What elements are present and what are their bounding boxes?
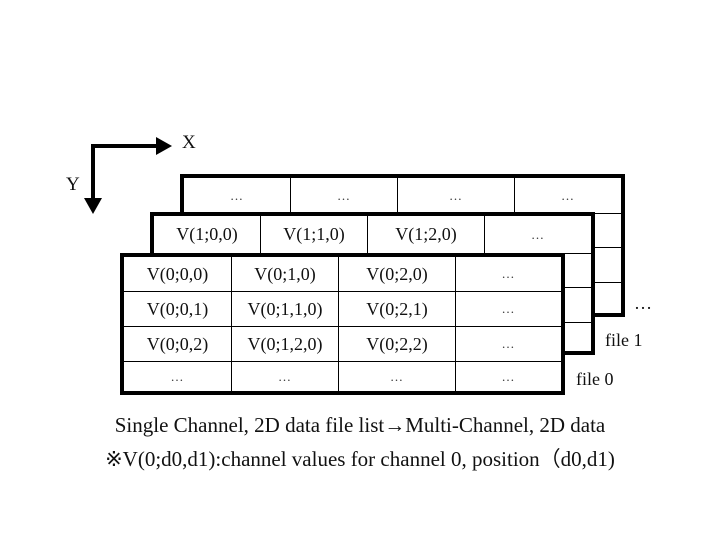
grid-cell: V(1;0,0) bbox=[154, 216, 261, 254]
grid-cell: V(0;1,1,0) bbox=[232, 292, 339, 327]
file-more-label: … bbox=[634, 293, 652, 313]
grid-cell: … bbox=[456, 362, 561, 391]
grid-cell: V(0;1,0) bbox=[232, 257, 339, 292]
grid-cell: V(0;0,1) bbox=[124, 292, 232, 327]
grid-cell: … bbox=[485, 216, 591, 254]
y-axis-arrow bbox=[84, 144, 102, 214]
grid-cell: … bbox=[184, 178, 291, 214]
grid-cell: V(1;2,0) bbox=[368, 216, 485, 254]
grid-cell: … bbox=[232, 362, 339, 391]
grid-cell: … bbox=[515, 178, 621, 214]
grid-cell: V(0;1,2,0) bbox=[232, 327, 339, 362]
data-grid-file-0: V(0;0,0)V(0;1,0)V(0;2,0)…V(0;0,1)V(0;1,1… bbox=[120, 253, 565, 395]
x-axis-label: X bbox=[182, 132, 196, 153]
grid-cell: V(0;0,0) bbox=[124, 257, 232, 292]
grid-cell: V(1;1,0) bbox=[261, 216, 368, 254]
grid-cell: … bbox=[291, 178, 398, 214]
file-1-label: file 1 bbox=[605, 330, 643, 350]
grid-cell: … bbox=[124, 362, 232, 391]
grid-cell: V(0;2,1) bbox=[339, 292, 456, 327]
file-0-label: file 0 bbox=[576, 369, 614, 389]
grid-cell: V(0;2,0) bbox=[339, 257, 456, 292]
caption-line-2: ※V(0;d0,d1):channel values for channel 0… bbox=[105, 447, 615, 471]
caption-line-1: Single Channel, 2D data file list→Multi-… bbox=[114, 413, 606, 437]
grid-cell: … bbox=[456, 292, 561, 327]
grid-cell: V(0;2,2) bbox=[339, 327, 456, 362]
grid-cell: … bbox=[456, 257, 561, 292]
y-axis-label: Y bbox=[66, 174, 80, 195]
x-axis-arrow bbox=[93, 137, 172, 155]
grid-cell: … bbox=[398, 178, 515, 214]
grid-cell: V(0;0,2) bbox=[124, 327, 232, 362]
grid-cell: … bbox=[456, 327, 561, 362]
grid-cell: … bbox=[339, 362, 456, 391]
